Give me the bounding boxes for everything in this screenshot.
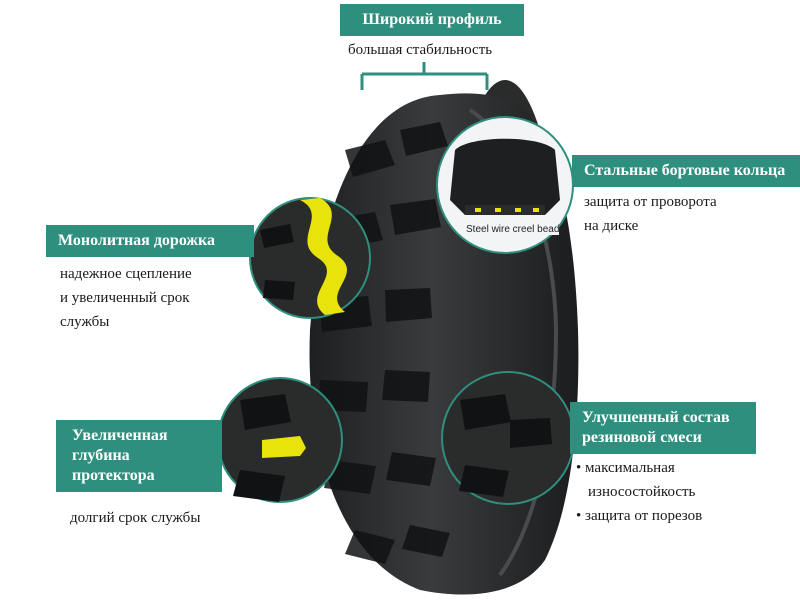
- monolithic-track-label: Монолитная дорожка: [46, 225, 254, 257]
- rubber-compound-label-line-2: резиновой смеси: [582, 429, 702, 446]
- rubber-compound-bullet-1-cont: износостойкость: [588, 484, 696, 500]
- rubber-compound-bullet-2: защита от порезов: [576, 504, 702, 528]
- width-bracket: [360, 62, 489, 90]
- tread-depth-desc: долгий срок службы: [70, 510, 201, 526]
- steel-bead-label: Стальные бортовые кольца: [572, 155, 800, 187]
- tread-depth-label-line-1: Увеличенная: [72, 427, 168, 444]
- monolithic-track-desc-line-2: и увеличенный срок: [60, 290, 190, 306]
- rubber-compound-bullet-1: максимальная: [576, 456, 702, 480]
- steel-bead-inset-caption: Steel wire creel bead: [466, 224, 560, 235]
- monolithic-track-desc-line-1: надежное сцепление: [60, 266, 192, 282]
- tread-depth-label-line-3: протектора: [72, 467, 155, 484]
- steel-bead-desc: защита от проворота на диске: [584, 190, 717, 238]
- steel-bead-desc-line-2: на диске: [584, 218, 639, 234]
- rubber-compound-label: Улучшенный состав резиновой смеси: [570, 402, 756, 454]
- rubber-compound-label-line-1: Улучшенный состав: [582, 409, 730, 426]
- tread-depth-label-line-2: глубина: [72, 447, 130, 464]
- track-inset-circle: [249, 197, 371, 319]
- rubber-compound-desc: максимальная износостойкость защита от п…: [576, 456, 702, 528]
- wide-profile-label: Широкий профиль: [340, 4, 524, 36]
- monolithic-track-desc: надежное сцепление и увеличенный срок сл…: [60, 262, 192, 334]
- monolithic-track-desc-line-3: службы: [60, 314, 110, 330]
- tread-depth-label: Увеличенная глубина протектора: [56, 420, 222, 492]
- compound-inset-circle: [441, 371, 575, 505]
- steel-bead-desc-line-1: защита от проворота: [584, 194, 717, 210]
- bead-inset-circle: [436, 116, 574, 254]
- wide-profile-desc: большая стабильность: [348, 42, 493, 58]
- depth-inset-circle: [217, 377, 343, 503]
